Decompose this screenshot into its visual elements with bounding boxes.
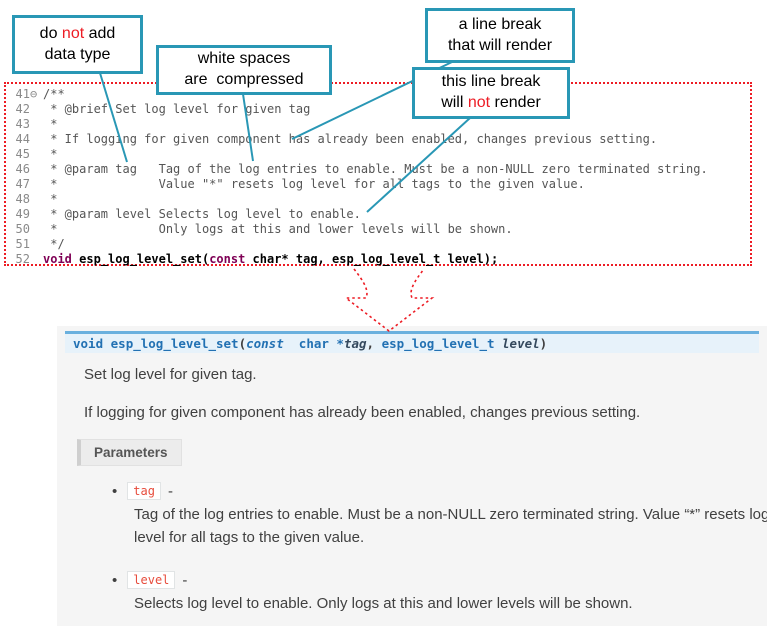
- callout-text: this line break: [441, 73, 541, 91]
- callout-text: do not add: [40, 24, 116, 45]
- code-line: 50 * Only logs at this and lower levels …: [10, 222, 746, 237]
- sig-const-keyword: const: [246, 336, 284, 351]
- code-text: * @param tag Tag of the log entries to e…: [43, 162, 708, 176]
- callout-do-not-add-data-type: do not add data type: [12, 15, 143, 74]
- callout-text: a line break: [458, 15, 542, 33]
- code-text: (: [201, 252, 210, 266]
- callout-text: will not render: [441, 93, 541, 114]
- code-line: 42 * @brief Set log level for given tag: [10, 102, 746, 117]
- fold-marker-icon: ⊖: [30, 87, 38, 101]
- description-paragraph: If logging for given component has alrea…: [84, 404, 641, 421]
- line-number: 47: [15, 177, 30, 191]
- code-text: * @param level Selects log level to enab…: [43, 207, 361, 221]
- callout-line-break-renders: a line break that will render: [425, 8, 575, 63]
- code-text: /**: [43, 87, 65, 101]
- keyword-const: const: [209, 252, 246, 266]
- line-number: 50: [15, 222, 30, 236]
- callout-text: that will render: [447, 36, 553, 54]
- code-text: */: [43, 237, 65, 251]
- code-line: 49 * @param level Selects log level to e…: [10, 207, 746, 222]
- code-text: *: [43, 192, 58, 206]
- callout-text: white spaces: [197, 50, 291, 68]
- callout-text-segment: will: [441, 94, 468, 111]
- callout-text: data type: [44, 45, 111, 63]
- line-number: 43: [15, 117, 30, 131]
- callout-text-segment: render: [490, 94, 541, 111]
- callout-whitespace-compressed: white spaces are compressed: [156, 45, 332, 95]
- code-line: 48 *: [10, 192, 746, 207]
- callout-text-segment: do: [39, 24, 62, 42]
- code-line: 51 */: [10, 237, 746, 252]
- param-name-literal: tag: [127, 482, 161, 500]
- param-dash: -: [167, 482, 173, 500]
- brief-paragraph: Set log level for given tag.: [84, 366, 257, 383]
- line-number: 41: [15, 87, 30, 101]
- code-line: 41⊖ /**: [10, 87, 746, 102]
- line-number: 45: [15, 147, 30, 161]
- code-text: void esp_log_level_set(const char* tag, …: [43, 252, 498, 266]
- code-text: * Value "*" resets log level for all tag…: [43, 177, 585, 191]
- param-dash: -: [182, 571, 188, 589]
- sig-return-type: void: [73, 336, 111, 351]
- sig-param-level: level: [502, 336, 540, 351]
- down-arrow-icon: [343, 268, 435, 333]
- param-name-literal: level: [127, 571, 176, 589]
- line-number: 42: [15, 102, 30, 116]
- param-item-level: level-: [112, 571, 187, 589]
- code-text: *: [43, 117, 58, 131]
- code-text: * If logging for given component has alr…: [43, 132, 658, 146]
- code-line: 47 * Value "*" resets log level for all …: [10, 177, 746, 192]
- sig-paren: ): [539, 336, 548, 351]
- line-number: 49: [15, 207, 30, 221]
- sig-param-tag: tag: [343, 336, 367, 351]
- code-line: 46 * @param tag Tag of the log entries t…: [10, 162, 746, 177]
- sig-char-type: char *: [283, 336, 344, 351]
- code-text: * Only logs at this and lower levels wil…: [43, 222, 513, 236]
- callout-text-not: not: [61, 24, 85, 42]
- sig-paren: (: [238, 336, 247, 351]
- code-editor-snippet: 41⊖ /** 42 * @brief Set log level for giv…: [4, 82, 752, 266]
- code-line: 52 void esp_log_level_set(const char* tag…: [10, 252, 746, 267]
- rendered-docs-panel: void esp_log_level_set(const char *tag, …: [57, 326, 767, 626]
- param-description: Tag of the log entries to enable. Must b…: [134, 506, 767, 547]
- param-description: Selects log level to enable. Only logs a…: [134, 595, 633, 612]
- code-text: * @brief Set log level for given tag: [43, 102, 311, 116]
- code-text: *: [43, 147, 58, 161]
- keyword-void: void: [43, 252, 80, 266]
- code-line: 45 *: [10, 147, 746, 162]
- parameters-header: Parameters: [77, 439, 182, 466]
- line-number: 46: [15, 162, 30, 176]
- sig-function-name: esp_log_level_set: [110, 336, 239, 351]
- line-number: 44: [15, 132, 30, 146]
- sig-level-type: esp_log_level_t: [381, 336, 503, 351]
- code-line: 43 *: [10, 117, 746, 132]
- callout-text-not: not: [467, 94, 491, 111]
- callout-line-break-not-render: this line break will not render: [412, 67, 570, 119]
- code-text: char* tag, esp_log_level_t level);: [245, 252, 499, 266]
- line-number: 51: [15, 237, 30, 251]
- sig-comma: ,: [366, 336, 382, 351]
- function-signature: void esp_log_level_set(const char *tag, …: [65, 331, 759, 353]
- line-number: 48: [15, 192, 30, 206]
- callout-text: are compressed: [184, 71, 304, 88]
- callout-text-segment: add: [84, 24, 116, 42]
- function-name: esp_log_level_set: [79, 252, 202, 266]
- param-item-tag: tag-: [112, 482, 173, 500]
- code-line: 44 * If logging for given component has …: [10, 132, 746, 147]
- line-number: 52: [15, 252, 30, 266]
